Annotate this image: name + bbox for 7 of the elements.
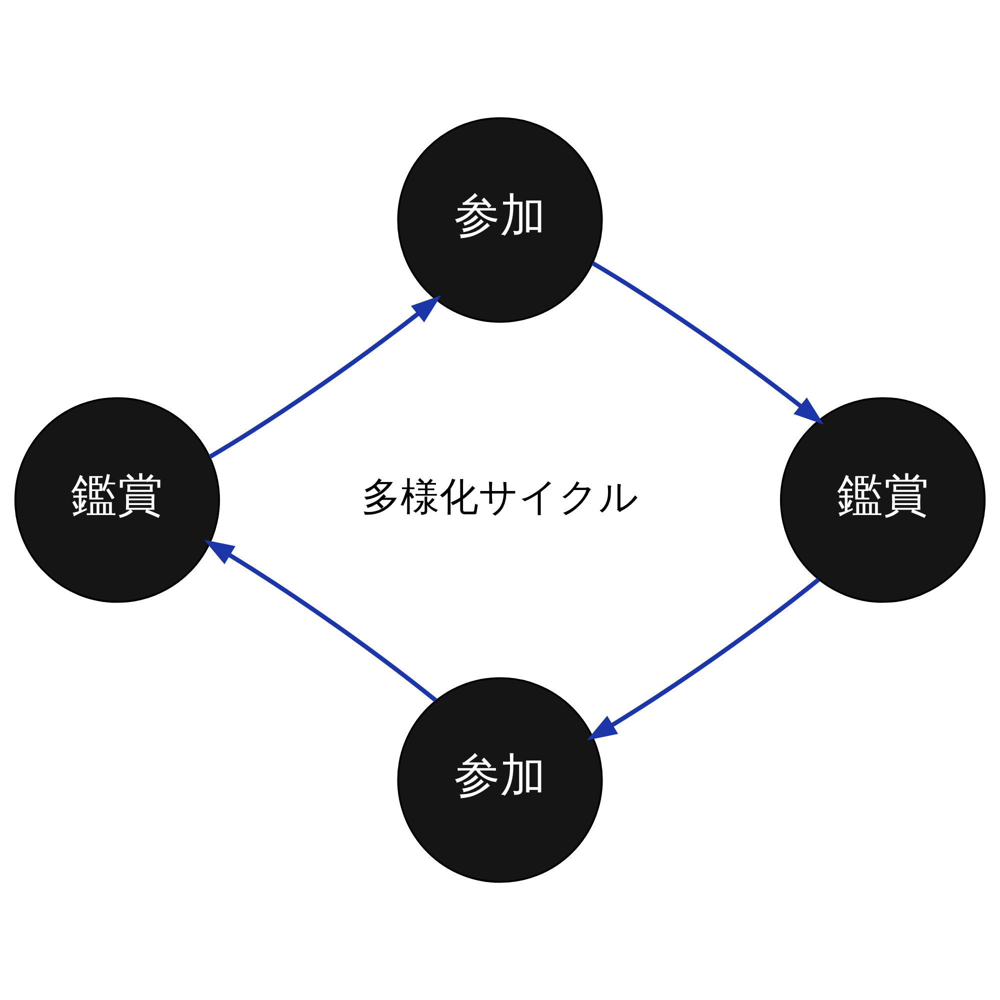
node-circle: 鑑賞 xyxy=(14,397,220,603)
arrow xyxy=(204,540,438,702)
arrow xyxy=(586,578,820,740)
arrow xyxy=(208,295,442,459)
arrow xyxy=(592,261,824,425)
node-circle: 参加 xyxy=(397,677,603,883)
label: 多様化サイクル xyxy=(362,474,638,520)
